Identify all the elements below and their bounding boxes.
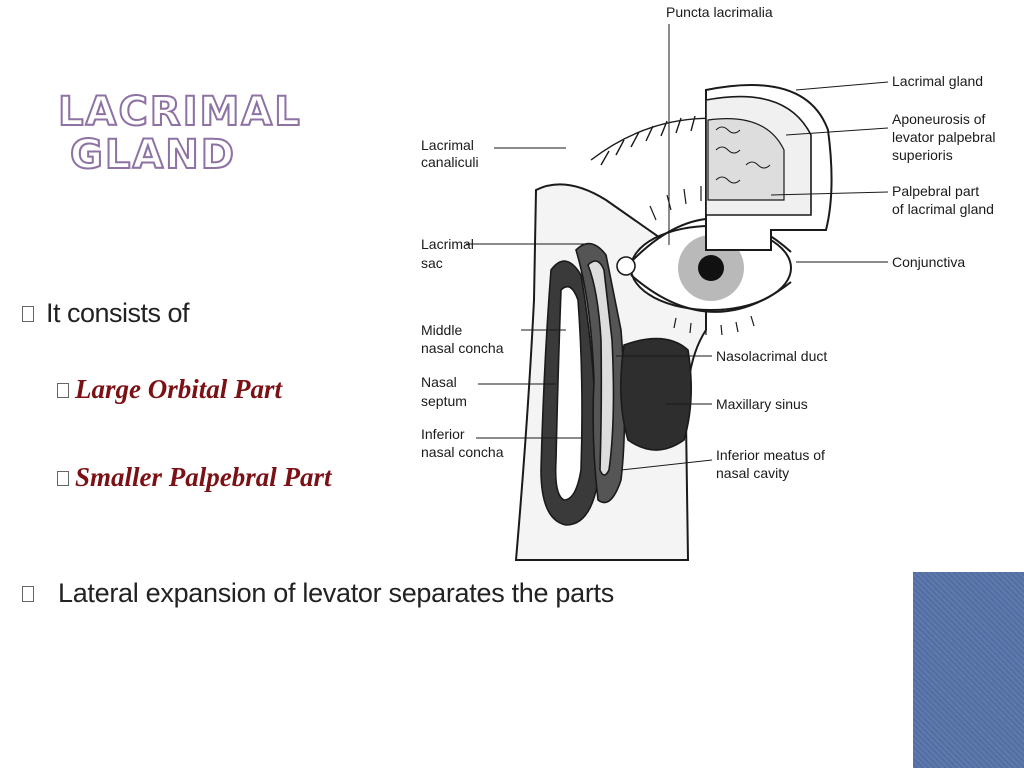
label-middle-2: nasal concha xyxy=(421,340,504,356)
title-line-1: LACRIMAL xyxy=(57,89,302,135)
bullet-box-icon xyxy=(57,383,69,398)
bullet-text: Lateral expansion of levator separates t… xyxy=(58,578,614,608)
label-middle-1: Middle xyxy=(421,322,462,338)
label-sac-2: sac xyxy=(421,255,443,271)
label-septum-2: septum xyxy=(421,393,467,409)
diagram-labels: Puncta lacrimalia Lacrimal canaliculi La… xyxy=(421,4,996,481)
label-conjunctiva: Conjunctiva xyxy=(892,254,965,270)
diagram-svg: Puncta lacrimalia Lacrimal canaliculi La… xyxy=(421,4,996,561)
bullet-box-icon xyxy=(22,306,34,322)
sub-bullet-palpebral: Smaller Palpebral Part xyxy=(57,462,332,493)
bullet-box-icon xyxy=(57,471,69,486)
label-apo-3: superioris xyxy=(892,147,953,163)
decorative-corner-block xyxy=(913,572,1024,768)
label-inferior-2: nasal concha xyxy=(421,444,504,460)
label-maxillary: Maxillary sinus xyxy=(716,396,808,412)
label-palp-1: Palpebral part xyxy=(892,183,979,199)
label-gland: Lacrimal gland xyxy=(892,73,983,89)
sub-bullet-text: Smaller Palpebral Part xyxy=(75,462,332,492)
bullet-consists: It consists of xyxy=(22,298,190,329)
slide-title: LACRIMAL GLAND xyxy=(57,89,302,178)
anatomy-drawing xyxy=(514,24,833,561)
label-meatus-2: nasal cavity xyxy=(716,465,789,481)
label-apo-1: Aponeurosis of xyxy=(892,111,986,127)
label-meatus-1: Inferior meatus of xyxy=(716,447,825,463)
label-canaliculi-1: Lacrimal xyxy=(421,137,474,153)
bullet-lateral-expansion: Lateral expansion of levator separates t… xyxy=(22,578,614,609)
label-palp-2: of lacrimal gland xyxy=(892,201,994,217)
sub-bullet-orbital: Large Orbital Part xyxy=(57,374,282,405)
label-apo-2: levator palpebral xyxy=(892,129,996,145)
label-duct: Nasolacrimal duct xyxy=(716,348,827,364)
bullet-box-icon xyxy=(22,586,34,602)
label-septum-1: Nasal xyxy=(421,374,457,390)
leader-lines xyxy=(466,81,889,471)
bullet-text: It consists of xyxy=(46,298,190,328)
label-sac-1: Lacrimal xyxy=(421,236,474,252)
label-inferior-1: Inferior xyxy=(421,426,465,442)
sub-bullet-text: Large Orbital Part xyxy=(75,374,282,404)
label-puncta: Puncta lacrimalia xyxy=(666,4,773,20)
lacrimal-diagram: Puncta lacrimalia Lacrimal canaliculi La… xyxy=(416,0,1024,575)
title-line-2: GLAND xyxy=(69,132,236,178)
label-canaliculi-2: canaliculi xyxy=(421,154,479,170)
